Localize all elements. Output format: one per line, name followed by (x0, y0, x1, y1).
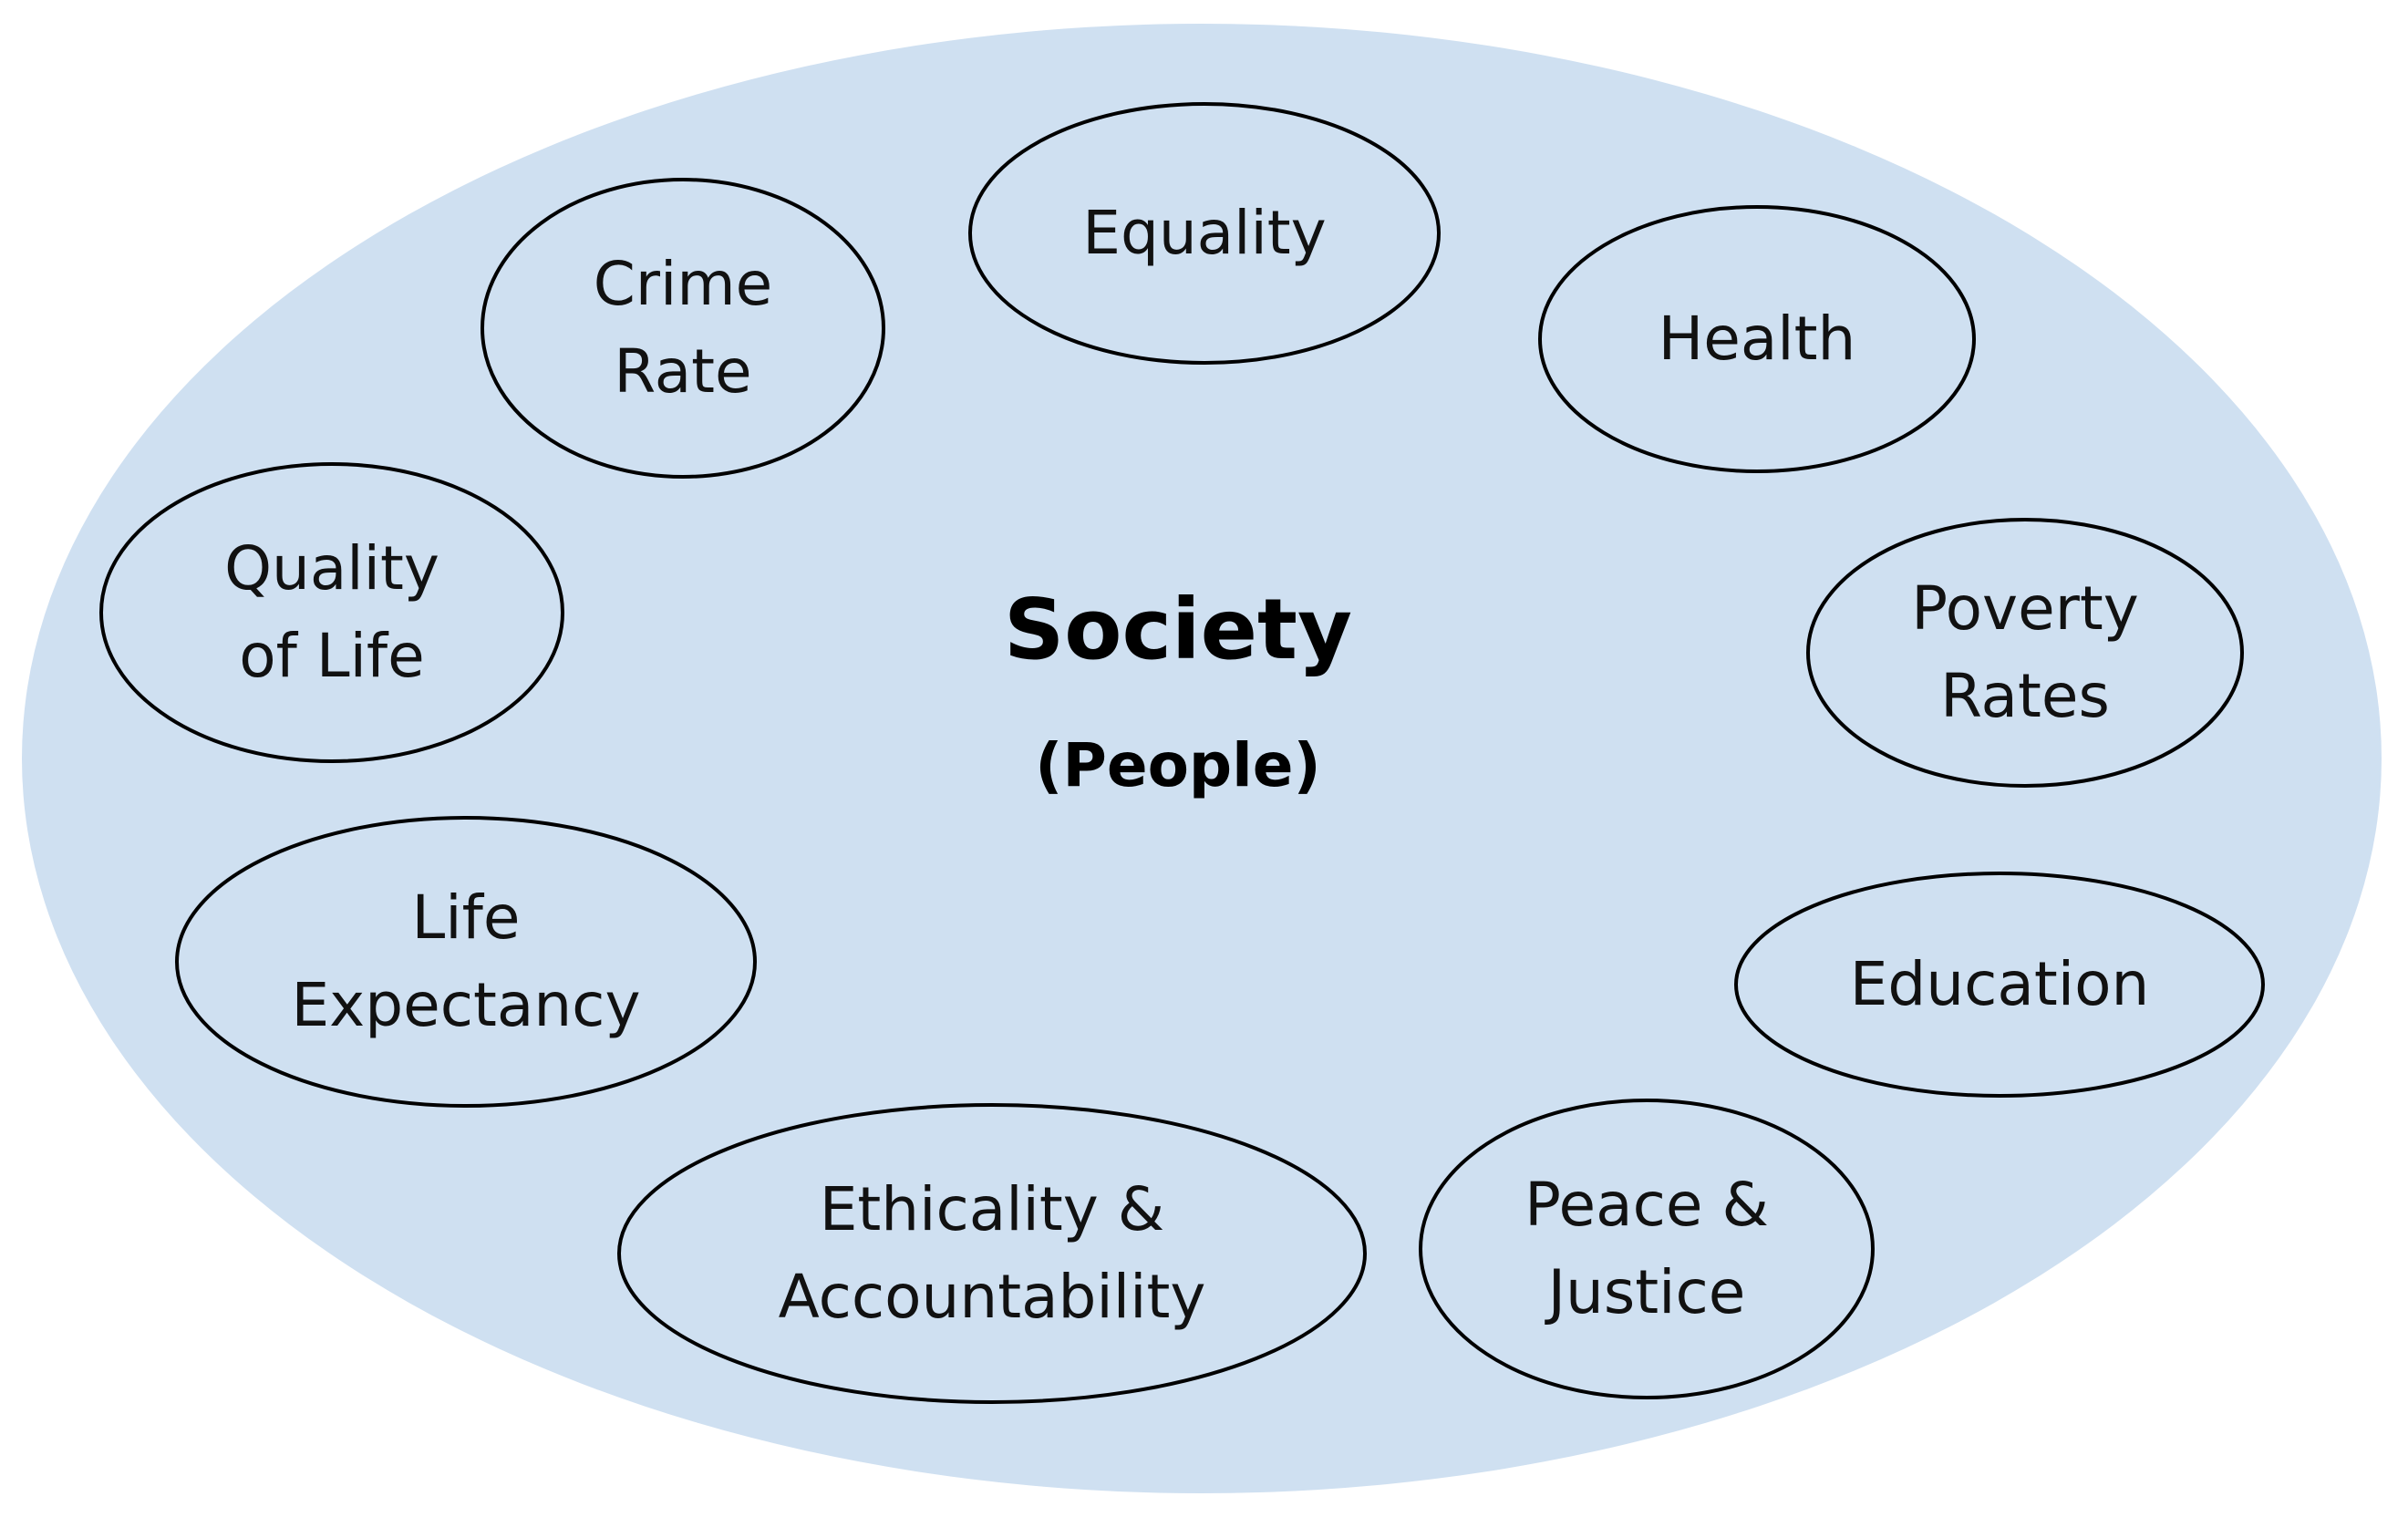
node-label-education-line-1: Education (1850, 949, 2150, 1019)
node-oval-ethicality-accountability (617, 1103, 1367, 1404)
factor-nodes: EqualityHealthPovertyRatesEducationPeace… (99, 102, 2265, 1404)
node-oval-education (1734, 872, 2265, 1098)
node-peace-justice: Peace & Justice (1419, 1099, 1875, 1399)
node-oval-crime-rate (481, 178, 885, 479)
node-health: Health (1538, 205, 1976, 473)
node-label-quality-of-life-line-2: of Life (239, 621, 425, 691)
node-label-quality-of-life-line-1: Quality (224, 533, 439, 604)
node-oval-health (1538, 205, 1976, 473)
society-title: Society (1004, 581, 1352, 678)
society-subtitle: (People) (1035, 730, 1320, 800)
node-oval-peace-justice (1419, 1099, 1875, 1399)
node-label-life-expectancy-line-2: Expectancy (291, 970, 640, 1040)
node-quality-of-life: Quality of Life (99, 462, 564, 763)
node-equality: Equality (968, 102, 1441, 365)
node-label-peace-justice-line-1: Peace & (1524, 1170, 1769, 1240)
node-label-health-line-1: Health (1659, 304, 1856, 374)
node-label-life-expectancy-line-1: Life (412, 882, 521, 953)
node-education: Education (1734, 872, 2265, 1098)
node-oval-quality-of-life (99, 462, 564, 763)
node-label-equality-line-1: Equality (1082, 198, 1326, 268)
node-label-poverty-rates-line-1: Poverty (1911, 573, 2139, 644)
node-label-poverty-rates-line-2: Rates (1940, 661, 2110, 731)
node-label-peace-justice-line-2: Justice (1545, 1257, 1746, 1327)
node-label-ethicality-accountability-line-2: Accountability (779, 1262, 1206, 1332)
node-label-crime-rate-line-1: Crime (594, 249, 772, 319)
node-label-crime-rate-line-2: Rate (614, 336, 751, 407)
node-oval-life-expectancy (175, 816, 757, 1108)
node-oval-equality (968, 102, 1441, 365)
node-oval-poverty-rates (1806, 518, 2244, 788)
node-label-ethicality-accountability-line-1: Ethicality & (820, 1174, 1165, 1244)
node-ethicality-accountability: Ethicality & Accountability (617, 1103, 1367, 1404)
